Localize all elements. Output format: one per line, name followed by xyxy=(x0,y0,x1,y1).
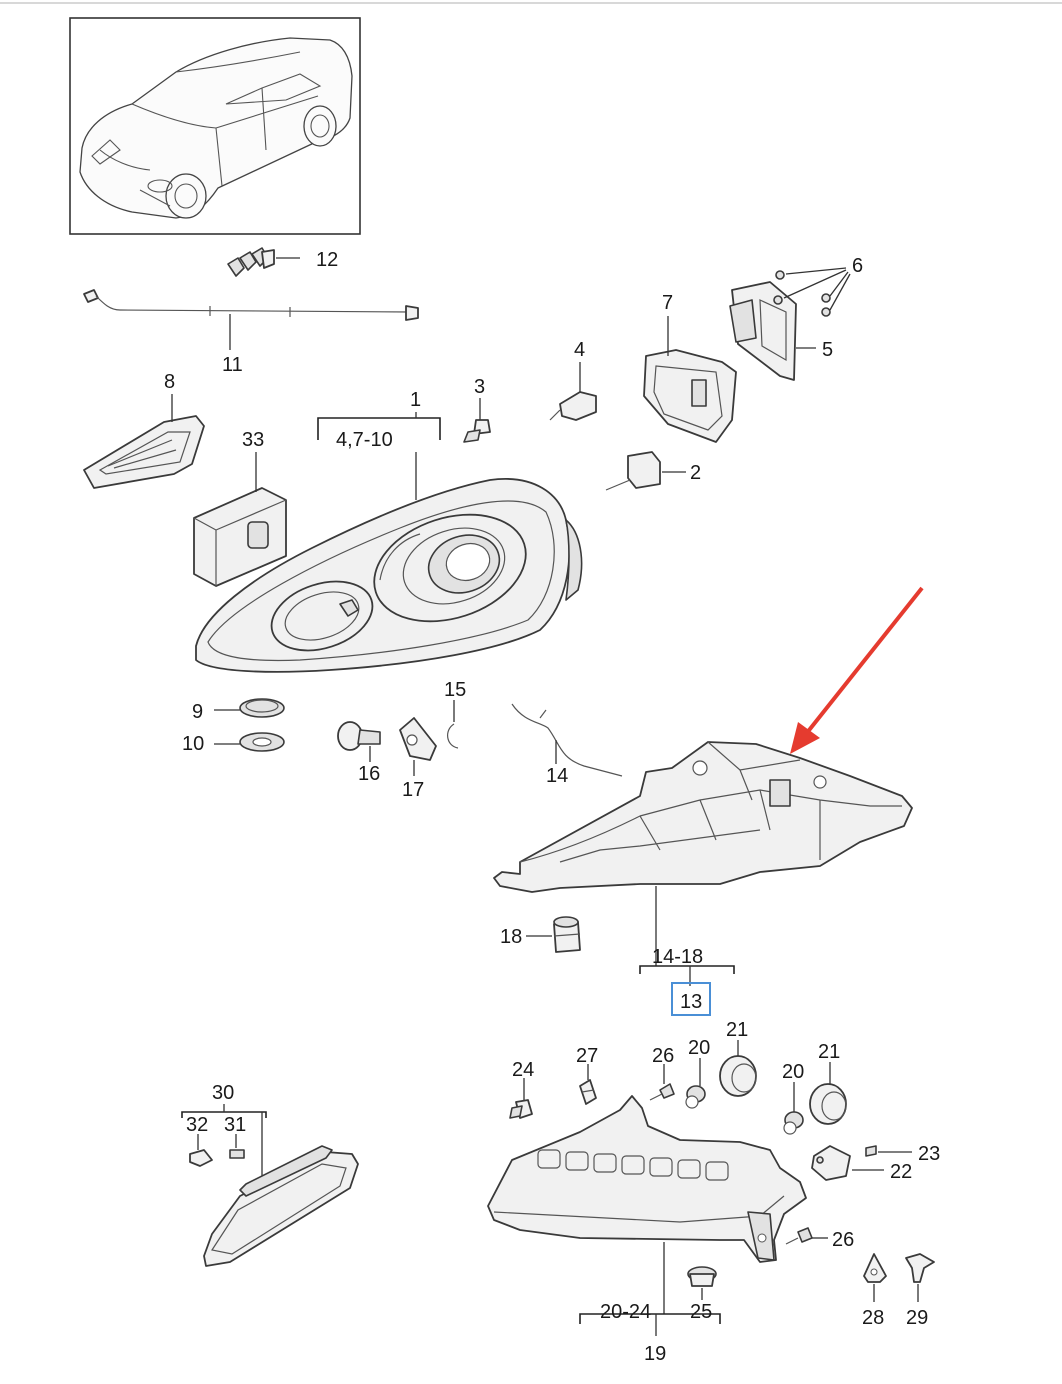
label-4[interactable]: 4 xyxy=(574,339,585,361)
part-31-bulb[interactable] xyxy=(229,1134,245,1159)
bracket-part-1 xyxy=(317,412,441,440)
label-24[interactable]: 24 xyxy=(512,1059,534,1081)
part-12-clips[interactable] xyxy=(227,247,300,277)
part-20-bulb-lower[interactable] xyxy=(783,1082,804,1135)
bracket-part-19 xyxy=(579,1313,721,1336)
part-10-seal-ring[interactable] xyxy=(214,732,285,752)
label-32[interactable]: 32 xyxy=(186,1114,208,1136)
part-30-side-marker-light[interactable] xyxy=(203,1145,359,1267)
label-range-20-24: 20-24 xyxy=(600,1301,651,1323)
part-18-grommet[interactable] xyxy=(526,916,581,953)
label-5[interactable]: 5 xyxy=(822,339,833,361)
label-22[interactable]: 22 xyxy=(890,1161,912,1183)
label-21-upper[interactable]: 21 xyxy=(726,1019,748,1041)
label-14[interactable]: 14 xyxy=(546,765,568,787)
part-8-trim-frame[interactable] xyxy=(83,394,205,489)
part-11-wiring-cable[interactable] xyxy=(83,289,419,350)
label-10[interactable]: 10 xyxy=(182,733,204,755)
label-range-4-7-10: 4,7-10 xyxy=(336,429,393,451)
part-27-clip[interactable] xyxy=(579,1064,597,1105)
label-range-14-18: 14-18 xyxy=(652,946,703,968)
label-8[interactable]: 8 xyxy=(164,371,175,393)
label-23[interactable]: 23 xyxy=(918,1143,940,1165)
part-22-connector[interactable] xyxy=(811,1145,884,1181)
label-25[interactable]: 25 xyxy=(690,1301,712,1323)
red-pointer-arrow xyxy=(790,586,924,754)
part-21-cap-upper[interactable] xyxy=(719,1040,757,1097)
part-5-control-module[interactable] xyxy=(729,281,816,381)
label-7[interactable]: 7 xyxy=(662,292,673,314)
part-13-highlight-box xyxy=(671,982,711,1016)
part-25-grommet[interactable] xyxy=(687,1266,717,1300)
vehicle-overview-inset xyxy=(69,17,361,235)
part-16-adjuster-screw[interactable] xyxy=(337,721,381,762)
label-29[interactable]: 29 xyxy=(906,1307,928,1329)
part-14-adjuster-rod[interactable] xyxy=(511,703,623,777)
part-13-lamp-housing-bracket[interactable] xyxy=(493,741,913,966)
label-2[interactable]: 2 xyxy=(690,462,701,484)
label-28[interactable]: 28 xyxy=(862,1307,884,1329)
label-33[interactable]: 33 xyxy=(242,429,264,451)
part-1-headlamp-assembly[interactable] xyxy=(195,452,583,673)
label-9[interactable]: 9 xyxy=(192,701,203,723)
part-15-retaining-clip[interactable] xyxy=(447,700,459,749)
part-19-fog-light-assembly[interactable] xyxy=(487,1095,807,1314)
part-28-bracket[interactable] xyxy=(863,1253,887,1302)
part-26-screw-lower[interactable] xyxy=(785,1227,828,1245)
part-20-bulb-upper[interactable] xyxy=(685,1058,706,1109)
part-17-adjuster-bracket[interactable] xyxy=(399,717,437,776)
part-3-screw[interactable] xyxy=(463,398,491,443)
label-31[interactable]: 31 xyxy=(224,1114,246,1136)
part-33-ballast-unit[interactable] xyxy=(193,452,287,587)
label-11[interactable]: 11 xyxy=(222,354,243,376)
label-16[interactable]: 16 xyxy=(358,763,380,785)
label-26-lower[interactable]: 26 xyxy=(832,1229,854,1251)
label-12[interactable]: 12 xyxy=(316,249,338,271)
label-6[interactable]: 6 xyxy=(852,255,863,277)
label-27[interactable]: 27 xyxy=(576,1045,598,1067)
label-1[interactable]: 1 xyxy=(410,389,421,411)
bracket-part-30 xyxy=(181,1104,267,1182)
label-18[interactable]: 18 xyxy=(500,926,522,948)
part-2-bulb-connector[interactable] xyxy=(605,451,686,491)
label-21-lower[interactable]: 21 xyxy=(818,1041,840,1063)
part-24-bulb-holder[interactable] xyxy=(509,1078,533,1119)
part-number-labels: 12 11 6 5 7 4 3 1 4,7-10 8 33 2 15 9 10 … xyxy=(164,249,940,1365)
label-26-upper[interactable]: 26 xyxy=(652,1045,674,1067)
label-20-lower[interactable]: 20 xyxy=(782,1061,804,1083)
part-6-screws[interactable] xyxy=(773,267,851,317)
label-20-upper[interactable]: 20 xyxy=(688,1037,710,1059)
part-7-mounting-frame[interactable] xyxy=(643,316,737,443)
label-13[interactable]: 13 xyxy=(680,991,702,1013)
label-15[interactable]: 15 xyxy=(444,679,466,701)
part-4-bulb[interactable] xyxy=(549,362,597,421)
part-9-cover-cap[interactable] xyxy=(214,698,285,718)
part-23-screw[interactable] xyxy=(865,1145,912,1157)
part-21-cap-lower[interactable] xyxy=(809,1062,847,1125)
label-17[interactable]: 17 xyxy=(402,779,424,801)
label-3[interactable]: 3 xyxy=(474,376,485,398)
part-29-clip[interactable] xyxy=(905,1253,935,1302)
part-26-screw-upper[interactable] xyxy=(649,1064,675,1101)
label-19[interactable]: 19 xyxy=(644,1343,666,1365)
label-30[interactable]: 30 xyxy=(212,1082,234,1104)
part-32-bulb[interactable] xyxy=(189,1134,213,1167)
